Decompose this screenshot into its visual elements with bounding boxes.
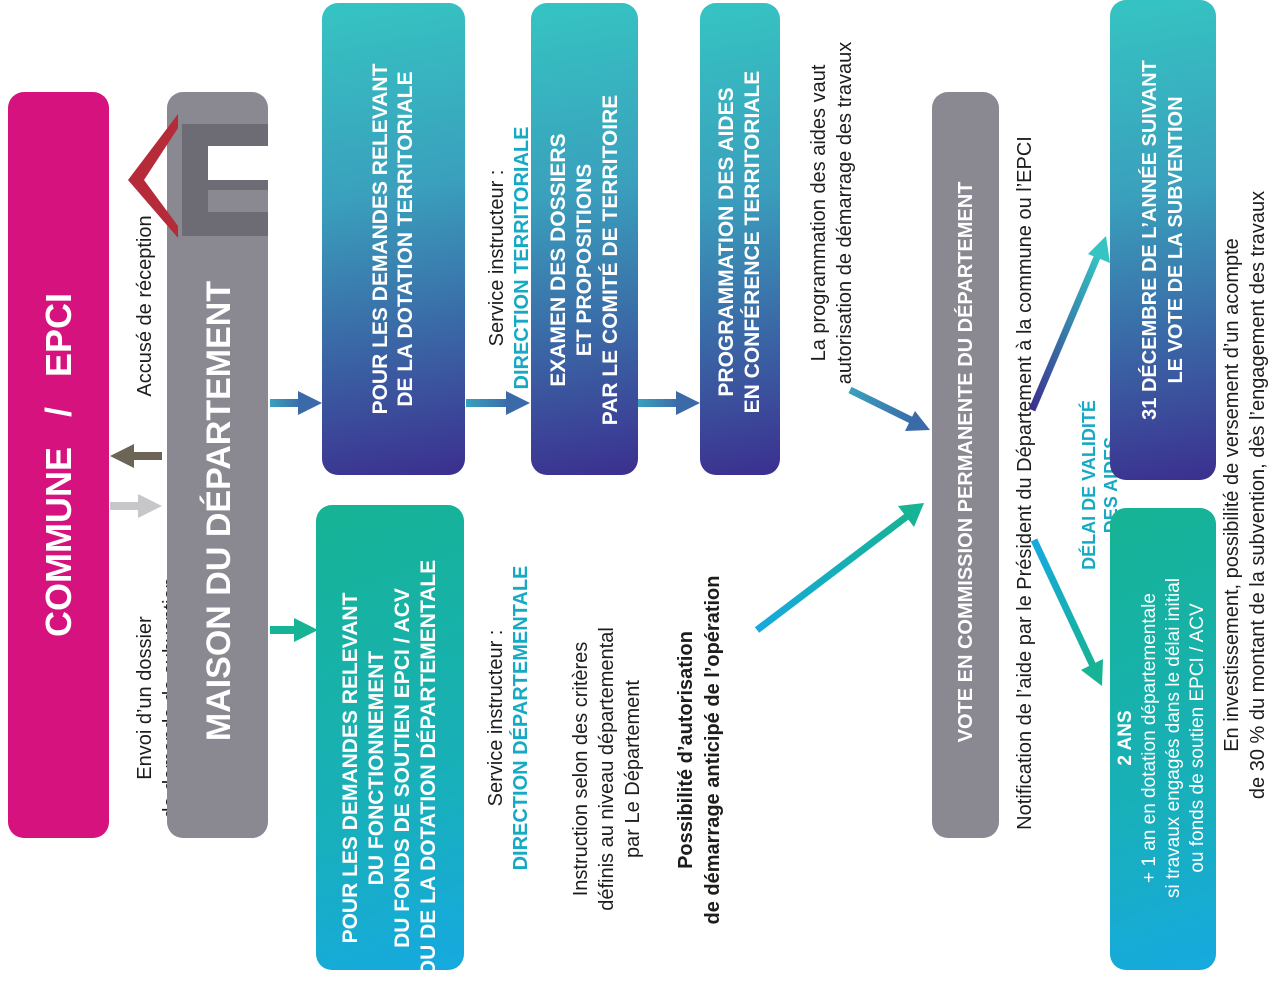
arrow-to-vote-top <box>848 386 930 431</box>
arrow-to-deux-ans <box>1030 538 1103 686</box>
vote-box <box>932 92 999 838</box>
examen-box <box>531 3 638 475</box>
deux-ans-box <box>1110 508 1216 970</box>
dotation-territoriale-box <box>322 3 465 475</box>
dotation-departementale-box <box>316 505 464 970</box>
arrow-to-vote-bottom <box>754 503 924 633</box>
deadline-box <box>1110 0 1216 480</box>
programmation-box <box>700 3 780 475</box>
commune-epci-box <box>8 92 109 838</box>
arrow-to-deadline <box>1028 236 1110 412</box>
arrow-to-programmation <box>638 391 700 415</box>
arrow-accuse <box>110 444 162 468</box>
house-logo-icon <box>128 114 268 238</box>
arrow-to-examen <box>466 391 530 415</box>
arrow-maison-bottom <box>270 618 318 642</box>
arrow-maison-top <box>270 391 322 415</box>
arrow-envoi <box>110 494 162 518</box>
